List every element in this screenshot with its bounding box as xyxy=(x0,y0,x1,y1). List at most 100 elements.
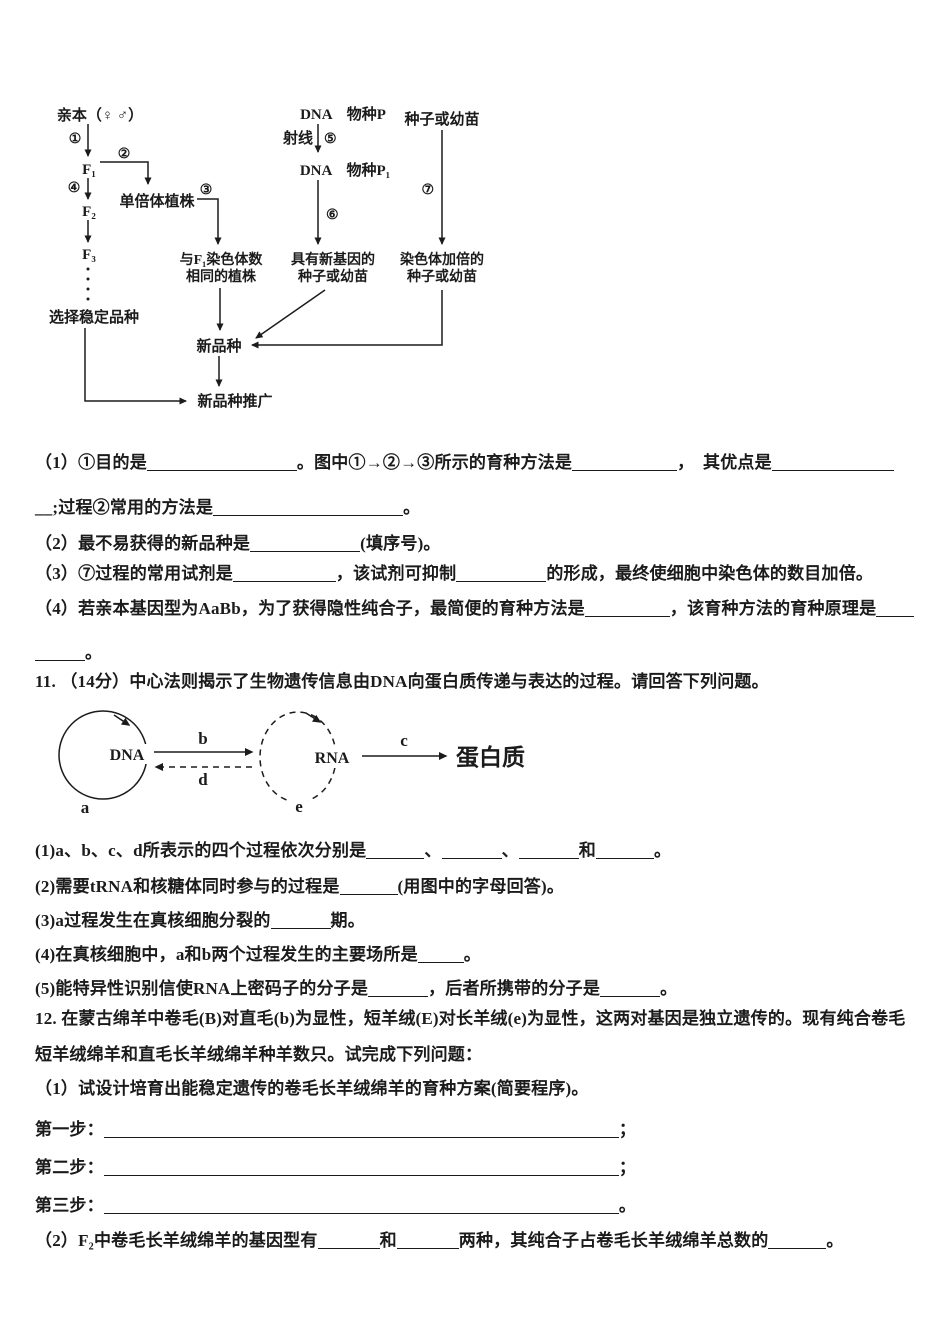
step5-label: ⑤ xyxy=(324,132,337,147)
node-new-variety: 新品种 xyxy=(196,337,241,355)
text-segment: 。 xyxy=(463,945,481,964)
text-segment: ， 其优点是 xyxy=(677,453,772,472)
answer-blank[interactable] xyxy=(213,500,404,516)
answer-blank[interactable] xyxy=(417,947,464,963)
text-segment: 。 xyxy=(403,498,421,517)
answer-blank[interactable] xyxy=(103,1122,619,1138)
q12-step3: 第三步：。 xyxy=(35,1195,925,1217)
answer-blank[interactable] xyxy=(317,1233,380,1249)
text-segment: 第一步： xyxy=(35,1120,104,1139)
text-segment: （1）①目的是 xyxy=(35,453,147,472)
step1-label: ① xyxy=(69,132,82,147)
text-segment: 。 xyxy=(85,643,103,662)
node-doubled-line2: 种子或幼苗 xyxy=(406,268,477,285)
text-segment: 两种，其纯合子占卷毛长羊绒绵羊总数的 xyxy=(458,1231,769,1250)
breeding-flowchart: 亲本（♀ ♂） ① F₁ ② ④ 单倍体植株 ③ F₂ F₃ 选择稳定品种 与F… xyxy=(49,105,484,410)
text-segment: （2）最不易获得的新品种是 xyxy=(35,534,251,553)
answer-blank[interactable] xyxy=(103,1160,619,1176)
q10-sub3: （3）⑦过程的常用试剂是，该试剂可抑制的形成，最终使细胞中染色体的数目加倍。 xyxy=(35,563,925,585)
text-segment: 和 xyxy=(379,1231,397,1250)
text-segment: ，后者所携带的分子是 xyxy=(428,979,601,998)
step3-label: ③ xyxy=(200,183,213,198)
process-c-label: c xyxy=(400,731,408,750)
text-segment: ； xyxy=(618,1158,637,1177)
arrow-select-to-promotion xyxy=(84,328,187,405)
text-segment: 第三步： xyxy=(35,1196,104,1215)
central-dogma-diagram: DNA a b d RNA e c 蛋白质 xyxy=(58,710,525,817)
node-haploid: 单倍体植株 xyxy=(119,192,195,210)
arrow-haploid-to-same-chrom xyxy=(197,198,222,245)
vertical-ellipsis xyxy=(86,267,90,301)
answer-blank[interactable] xyxy=(250,536,361,552)
text-segment: (1)a、b、c、d所表示的四个过程依次分别是 xyxy=(35,841,367,860)
text-segment: 。 xyxy=(654,841,672,860)
q12-sub2: （2）F₂中卷毛长羊绒绵羊的基因型有 和 两种，其纯合子占卷毛长羊绒绵羊总数的 。 xyxy=(35,1230,925,1252)
text-segment: 的形成，最终使细胞中染色体的数目加倍。 xyxy=(546,564,874,583)
answer-blank[interactable] xyxy=(771,455,894,471)
text-segment: ； xyxy=(618,1120,637,1139)
answer-blank[interactable] xyxy=(103,1198,619,1214)
step4-label: ④ xyxy=(68,181,81,196)
text-segment: （3）⑦过程的常用试剂是 xyxy=(35,564,233,583)
answer-blank[interactable] xyxy=(396,1233,459,1249)
answer-blank[interactable] xyxy=(572,455,678,471)
text-segment: 、 xyxy=(501,841,519,860)
node-f3: F₃ xyxy=(82,247,96,263)
answer-blank[interactable] xyxy=(35,645,85,661)
text-segment: (3)a过程发生在真核细胞分裂的 xyxy=(35,911,271,930)
q11-sub3: (3)a过程发生在真核细胞分裂的 期。 xyxy=(35,910,925,932)
q11-sub5: (5)能特异性识别信使RNA上密码子的分子是 ，后者所携带的分子是 。 xyxy=(35,978,925,1000)
text-segment: 。 xyxy=(660,979,678,998)
answer-blank[interactable] xyxy=(441,843,502,859)
text-segment: (2)需要tRNA和核糖体同时参与的过程是 xyxy=(35,877,340,896)
q11-sub4: (4)在真核细胞中，a和b两个过程发生的主要场所是 。 xyxy=(35,944,925,966)
answer-blank[interactable] xyxy=(366,843,425,859)
text-segment: (5)能特异性识别信使RNA上密码子的分子是 xyxy=(35,979,369,998)
q11-intro: 11. （14分）中心法则揭示了生物遗传信息由DNA向蛋白质传递与表达的过程。请… xyxy=(35,671,925,693)
node-same-chrom-line1: 与F₁染色体数 xyxy=(180,251,264,268)
answer-blank[interactable] xyxy=(584,601,670,617)
answer-blank[interactable] xyxy=(146,455,297,471)
q10-sub2: （2）最不易获得的新品种是 (填序号)。 xyxy=(35,533,925,555)
dna-loop-arrowhead xyxy=(113,714,131,726)
answer-blank[interactable] xyxy=(232,566,336,582)
text-segment: 。 xyxy=(826,1231,844,1250)
q10-sub4-line2: 。 xyxy=(35,642,925,664)
answer-blank[interactable] xyxy=(339,879,398,895)
node-same-chrom-line2: 相同的植株 xyxy=(186,268,257,285)
text-segment: （2）F₂中卷毛长羊绒绵羊的基因型有 xyxy=(35,1231,318,1250)
node-f2: F₂ xyxy=(82,204,96,220)
text-segment: （1）试设计培育出能稳定遗传的卷毛长羊绒绵羊的育种方案(简要程序)。 xyxy=(35,1079,589,1098)
process-e-label: e xyxy=(295,797,303,816)
answer-blank[interactable] xyxy=(596,843,654,859)
q12-intro-line1: 12. 在蒙古绵羊中卷毛(B)对直毛(b)为显性，短羊绒(E)对长羊绒(e)为显… xyxy=(35,1008,925,1030)
answer-blank[interactable] xyxy=(518,843,579,859)
answer-blank[interactable] xyxy=(600,981,661,997)
protein-label: 蛋白质 xyxy=(456,744,525,770)
q10-sub1-line1: （1）①目的是 。图中①→②→③所示的育种方法是 ， 其优点是 xyxy=(35,452,925,474)
answer-blank[interactable] xyxy=(768,1233,827,1249)
node-doubled-line1: 染色体加倍的 xyxy=(400,251,484,268)
answer-blank[interactable] xyxy=(456,566,547,582)
text-segment: 12. 在蒙古绵羊中卷毛(B)对直毛(b)为显性，短羊绒(E)对长羊绒(e)为显… xyxy=(35,1009,906,1028)
text-segment: (填序号)。 xyxy=(360,534,441,553)
text-segment: (用图中的字母回答)。 xyxy=(397,877,565,896)
arrow-f1-to-haploid xyxy=(100,161,152,185)
text-segment: (4)在真核细胞中，a和b两个过程发生的主要场所是 xyxy=(35,945,418,964)
answer-blank[interactable] xyxy=(876,601,915,617)
node-dna-speciesP1: DNA 物种P₁ xyxy=(300,161,390,179)
rna-label: RNA xyxy=(315,750,350,767)
arrow-new-gene-to-new-variety xyxy=(255,289,326,339)
answer-blank[interactable] xyxy=(270,913,331,929)
node-parent: 亲本（♀ ♂） xyxy=(57,106,143,124)
text-segment: 期。 xyxy=(330,911,365,930)
q12-sub1: （1）试设计培育出能稳定遗传的卷毛长羊绒绵羊的育种方案(简要程序)。 xyxy=(35,1078,925,1100)
q12-step1: 第一步： ； xyxy=(35,1119,925,1141)
arrow-doubled-to-new-variety xyxy=(251,290,443,349)
node-new-gene-line1: 具有新基因的 xyxy=(290,251,375,268)
text-segment: 。图中①→②→③所示的育种方法是 xyxy=(296,453,573,472)
answer-blank[interactable] xyxy=(368,981,429,997)
process-a-label: a xyxy=(81,798,90,817)
step2-label: ② xyxy=(118,147,131,162)
